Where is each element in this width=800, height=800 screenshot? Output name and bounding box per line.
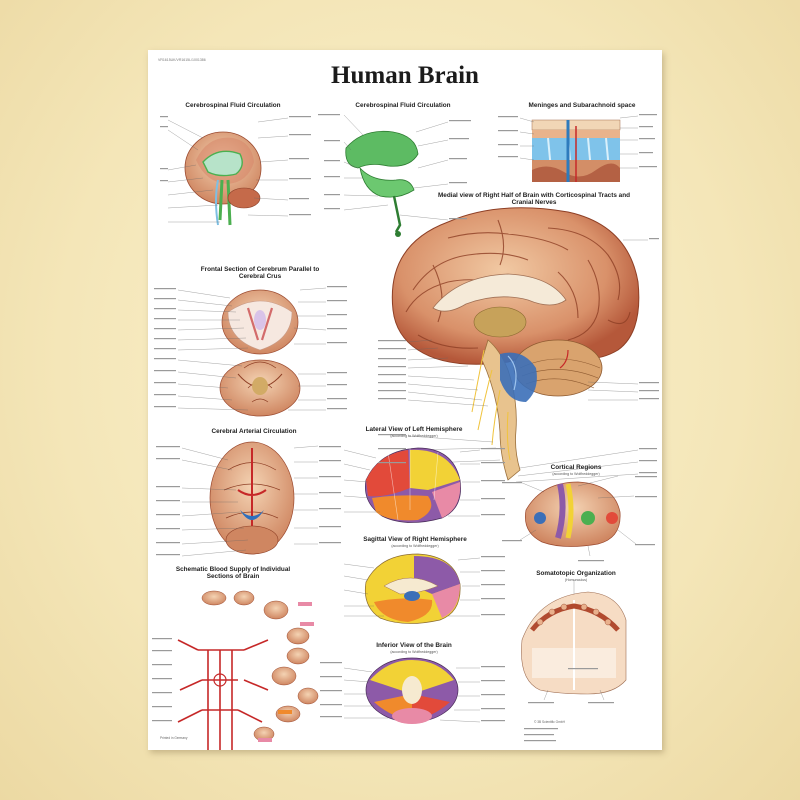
csf-ventricles-illustration xyxy=(345,130,419,237)
section-subtitle-sagittal-right: (according to Wolfheddegger) xyxy=(391,544,439,548)
section-title-lateral-left: Lateral View of Left Hemisphere xyxy=(365,426,463,433)
poster-illustrations xyxy=(152,114,659,750)
section-title-somatotopic: Somatotopic Organization xyxy=(536,570,616,577)
meninges-leaders xyxy=(519,115,639,169)
csf-ventricles-leaders xyxy=(343,114,449,221)
fine-print-lines xyxy=(152,114,659,742)
section-subtitle-inferior-view: (according to Wolfheddegger) xyxy=(390,650,438,654)
section-title-arterial: Cerebral Arterial Circulation xyxy=(211,428,297,435)
frontal-section-leaders xyxy=(177,287,327,411)
section-title-sagittal-right: Sagittal View of Right Hemisphere xyxy=(363,536,467,543)
product-code: VR1615UK/VR1615L/1001386 xyxy=(158,58,206,62)
somatotopic-leaders xyxy=(543,580,605,701)
section-title-blood-supply: Schematic Blood Supply of Individual Sec… xyxy=(175,566,291,581)
medial-view-illustration xyxy=(391,207,640,481)
publisher-note: © 3B Scientific GmbH xyxy=(534,720,565,724)
inferior-view-illustration xyxy=(365,657,459,724)
section-title-inferior-view: Inferior View of the Brain xyxy=(376,642,452,649)
csf-left-leaders xyxy=(167,117,289,223)
poster-title: Human Brain xyxy=(331,62,479,89)
anatomy-poster: VR1615UK/VR1615L/1001386 Human Brain Cer… xyxy=(148,50,662,750)
section-title-frontal-section: Frontal Section of Cerebrum Parallel to … xyxy=(200,266,320,281)
section-title-cortical-regions: Cortical Regions xyxy=(550,464,602,471)
sagittal-right-illustration xyxy=(364,553,461,624)
section-title-csf-right: Cerebrospinal Fluid Circulation xyxy=(355,102,451,109)
section-title-meninges: Meninges and Subarachnoid space xyxy=(528,102,636,109)
lateral-left-illustration xyxy=(365,447,461,523)
arterial-circulation-illustration xyxy=(209,441,295,555)
arterial-leaders xyxy=(181,445,319,557)
cortical-regions-illustration xyxy=(525,481,621,547)
section-title-medial-view: Medial view of Right Half of Brain with … xyxy=(437,192,631,207)
csf-left-illustration xyxy=(184,131,262,226)
section-subtitle-somatotopic: (Homunculus) xyxy=(564,578,588,582)
lateral-left-leaders xyxy=(343,449,481,517)
inferior-view-leaders xyxy=(343,667,481,723)
sagittal-right-leaders xyxy=(343,557,481,617)
section-subtitle-cortical-regions: (according to Wolfheddegger) xyxy=(552,472,600,476)
section-title-csf-left: Cerebrospinal Fluid Circulation xyxy=(185,102,281,109)
frontal-section-illustration xyxy=(219,289,301,417)
somatotopic-illustration xyxy=(521,591,627,695)
section-subtitle-lateral-left: (according to Wolfheddegger) xyxy=(390,434,438,438)
meninges-illustration xyxy=(531,119,621,183)
blood-supply-illustration xyxy=(177,590,319,750)
printed-in-note: Printed in Germany xyxy=(160,736,188,740)
cortical-regions-leaders xyxy=(519,475,637,557)
